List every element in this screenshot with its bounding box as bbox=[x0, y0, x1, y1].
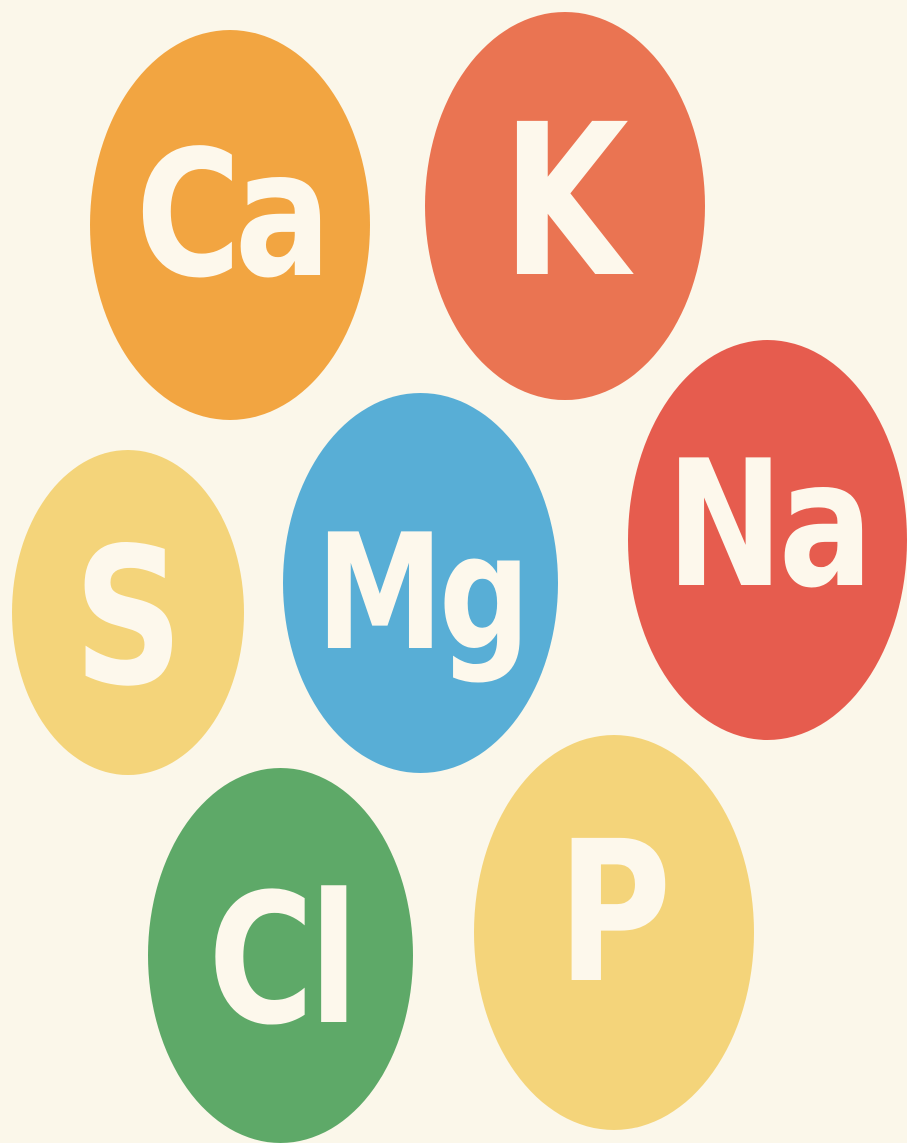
symbol-potassium: K bbox=[501, 79, 629, 324]
circle-phosphorus: P bbox=[474, 735, 754, 1130]
circle-potassium: K bbox=[425, 12, 705, 400]
circle-chlorine: Cl bbox=[148, 768, 413, 1143]
circle-sodium: Na bbox=[628, 340, 907, 740]
symbol-calcium: Ca bbox=[135, 113, 331, 317]
symbol-chlorine: Cl bbox=[207, 855, 358, 1065]
circle-magnesium: Mg bbox=[283, 393, 558, 773]
symbol-magnesium: Mg bbox=[315, 499, 530, 686]
symbol-phosphorus: P bbox=[556, 799, 672, 1026]
symbol-sodium: Na bbox=[666, 423, 873, 627]
circle-sulfur: S bbox=[12, 450, 244, 775]
circle-calcium: Ca bbox=[90, 30, 370, 420]
symbol-sulfur: S bbox=[73, 506, 183, 728]
